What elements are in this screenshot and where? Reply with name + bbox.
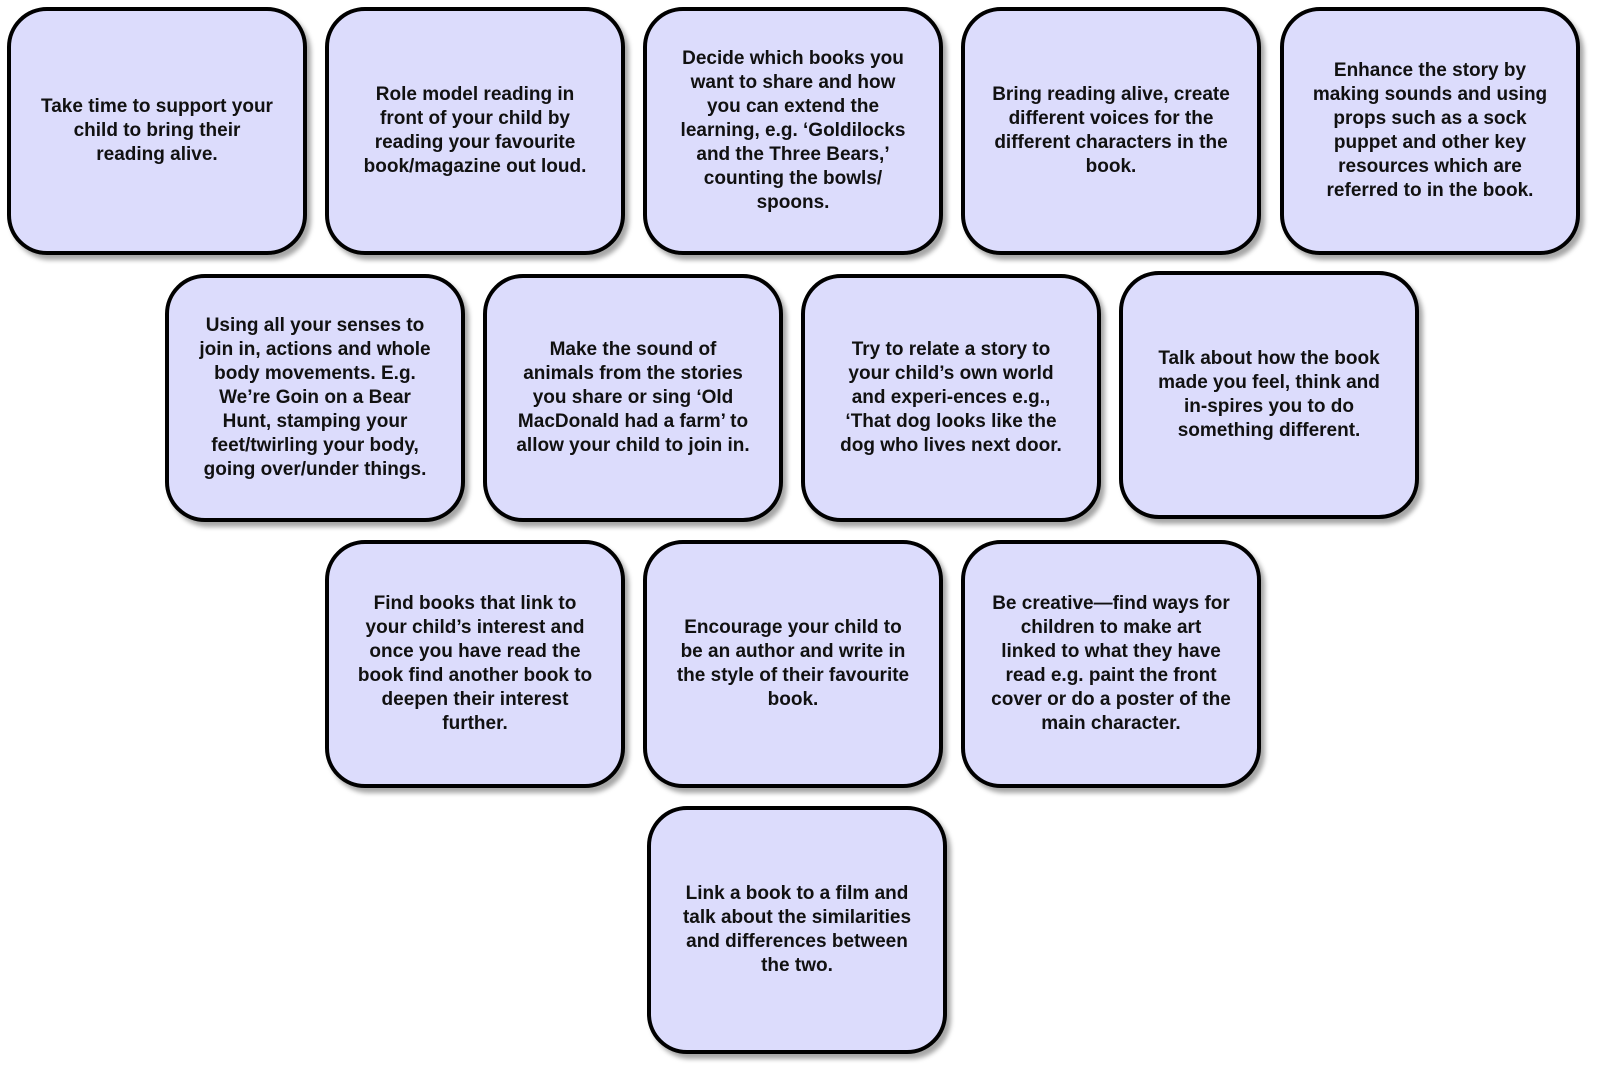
tip-card-text: Encourage your child to be an author and… xyxy=(676,617,910,710)
tip-card-be-creative: Be creative—find ways for children to ma… xyxy=(961,540,1261,788)
tip-card-all-senses: Using all your senses to join in, action… xyxy=(165,274,465,522)
tip-card-support-reading: Take time to support your child to bring… xyxy=(7,7,307,255)
tip-card-text: Find books that link to your child’s int… xyxy=(357,593,593,734)
tip-card-relate-story: Try to relate a story to your child’s ow… xyxy=(801,274,1101,522)
tip-card-text: Decide which books you want to share and… xyxy=(680,48,906,213)
tip-card-text: Link a book to a film and talk about the… xyxy=(682,883,912,976)
tip-card-sounds-props: Enhance the story by making sounds and u… xyxy=(1280,7,1580,255)
tip-card-role-model: Role model reading in front of your chil… xyxy=(325,7,625,255)
tip-card-text: Be creative—find ways for children to ma… xyxy=(991,593,1231,734)
tip-card-text: Enhance the story by making sounds and u… xyxy=(1312,60,1548,201)
tip-card-linked-books: Find books that link to your child’s int… xyxy=(325,540,625,788)
tip-card-text: Using all your senses to join in, action… xyxy=(199,315,431,480)
tip-card-text: Role model reading in front of your chil… xyxy=(363,84,587,177)
tip-card-talk-feelings: Talk about how the book made you feel, t… xyxy=(1119,271,1419,519)
tip-card-be-author: Encourage your child to be an author and… xyxy=(643,540,943,788)
tip-card-book-to-film: Link a book to a film and talk about the… xyxy=(647,806,947,1054)
tip-card-text: Try to relate a story to your child’s ow… xyxy=(840,339,1062,456)
tip-card-extend-learning: Decide which books you want to share and… xyxy=(643,7,943,255)
tip-card-text: Bring reading alive, create different vo… xyxy=(992,84,1230,177)
tip-card-text: Take time to support your child to bring… xyxy=(41,96,273,165)
tip-card-character-voices: Bring reading alive, create different vo… xyxy=(961,7,1261,255)
tip-card-animal-sounds: Make the sound of animals from the stori… xyxy=(483,274,783,522)
tip-card-text: Talk about how the book made you feel, t… xyxy=(1158,348,1380,441)
tip-card-text: Make the sound of animals from the stori… xyxy=(516,339,750,456)
